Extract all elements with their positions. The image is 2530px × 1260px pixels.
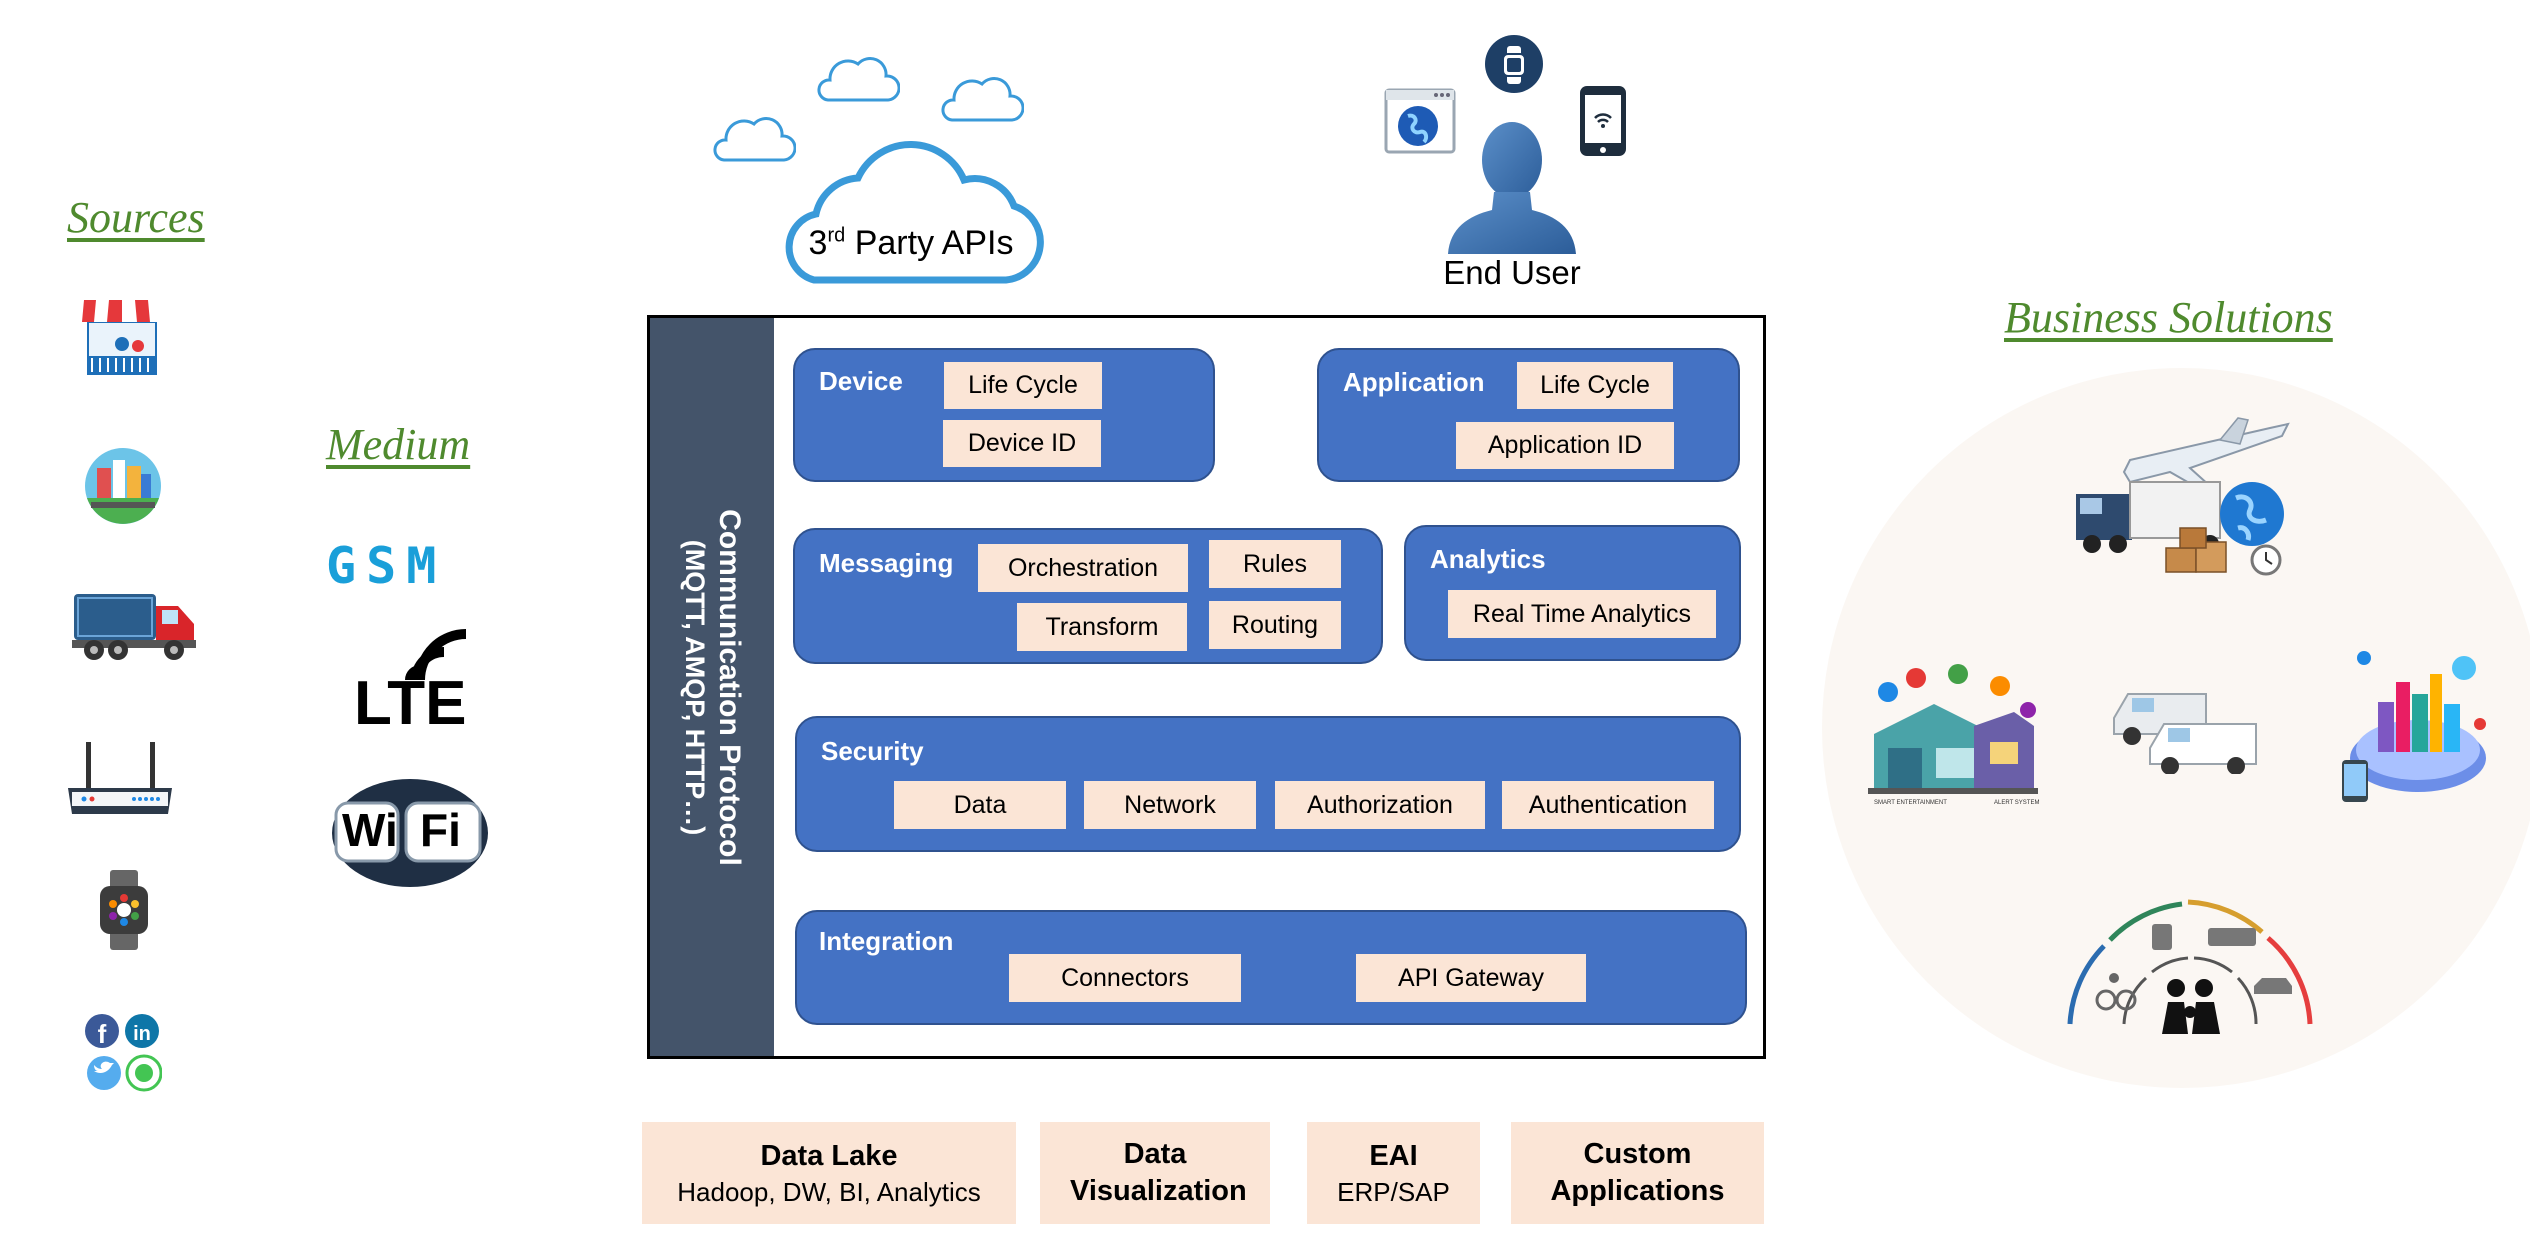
- application-life-cycle-chip: Life Cycle: [1517, 362, 1673, 409]
- integration-module: Integration Connectors API Gateway: [795, 910, 1747, 1025]
- device-id-chip: Device ID: [943, 420, 1101, 467]
- browser-globe-icon: [1384, 88, 1456, 154]
- market-stall-icon: [82, 300, 162, 375]
- routing-chip: Routing: [1209, 601, 1341, 649]
- small-cloud-icon: [713, 117, 796, 162]
- smart-city-icon: [2342, 651, 2486, 802]
- security-module: Security Data Network Authorization Auth…: [795, 716, 1741, 852]
- eai-subtitle: ERP/SAP: [1337, 1176, 1450, 1207]
- city-globe-icon: [85, 448, 161, 524]
- authentication-chip: Authentication: [1502, 781, 1714, 829]
- data-lake-subtitle: Hadoop, DW, BI, Analytics: [677, 1176, 981, 1207]
- logistics-icon: [2076, 417, 2290, 576]
- data-lake-title: Data Lake: [760, 1139, 898, 1172]
- analytics-title: Analytics: [1430, 544, 1546, 574]
- integration-title: Integration: [819, 926, 954, 956]
- device-module: Device Life Cycle Device ID: [793, 348, 1215, 482]
- data-lake-box: Data Lake Hadoop, DW, BI, Analytics: [642, 1122, 1016, 1224]
- communication-protocol-bar: Communication Protocol (MQTT, AMQP, HTTP…: [650, 318, 774, 1056]
- smartwatch-icon: [100, 870, 148, 950]
- svg-text:f: f: [98, 1019, 107, 1049]
- authorization-chip: Authorization: [1275, 781, 1485, 829]
- small-cloud-icon: [817, 57, 900, 102]
- social-media-icon: f in: [85, 1014, 162, 1092]
- vans-icon: [2113, 693, 2257, 774]
- application-title: Application: [1343, 367, 1485, 397]
- security-title: Security: [821, 736, 924, 766]
- user-icon: [1448, 122, 1576, 254]
- protocol-title: Communication Protocol: [712, 508, 746, 866]
- svg-text:ALERT SYSTEM: ALERT SYSTEM: [1994, 800, 2039, 806]
- rules-chip: Rules: [1209, 540, 1341, 588]
- application-module: Application Life Cycle Application ID: [1317, 348, 1740, 482]
- transport-modes-icon: [2067, 899, 2313, 1034]
- end-user-label: End User: [1443, 254, 1581, 291]
- orchestration-chip: Orchestration: [978, 544, 1188, 592]
- api-gateway-chip: API Gateway: [1356, 954, 1586, 1002]
- business-solutions-title: Business Solutions: [2004, 293, 2333, 342]
- device-life-cycle-chip: Life Cycle: [944, 362, 1102, 409]
- medium-title: Medium: [326, 420, 471, 469]
- custom-applications-title: Custom Applications: [1550, 1138, 1725, 1207]
- application-id-chip: Application ID: [1456, 422, 1674, 469]
- gsm-text: GSM: [326, 537, 447, 595]
- analytics-module: Analytics Real Time Analytics: [1404, 525, 1741, 661]
- protocol-subtitle: (MQTT, AMQP, HTTP…): [679, 539, 710, 835]
- device-title: Device: [819, 366, 903, 396]
- connectors-chip: Connectors: [1009, 954, 1241, 1002]
- smartwatch-badge-icon: [1485, 35, 1543, 93]
- mobile-phone-icon: [1580, 86, 1626, 156]
- messaging-module: Messaging Orchestration Rules Transform …: [793, 528, 1383, 664]
- third-party-apis-cloud: 3rd Party APIs: [774, 128, 1048, 288]
- lte-text: LTE: [354, 669, 467, 738]
- smart-home-icon: SMART ENTERTAINMENT ALERT SYSTEM: [1868, 664, 2039, 806]
- delivery-truck-icon: [72, 594, 196, 660]
- small-cloud-icon: [941, 77, 1024, 122]
- cloud-label: 3rd Party APIs: [808, 224, 1014, 262]
- eai-title: EAI: [1369, 1139, 1418, 1172]
- svg-text:in: in: [133, 1023, 151, 1045]
- wifi-text-right: Fi: [420, 804, 461, 856]
- custom-applications-box: Custom Applications: [1511, 1122, 1764, 1224]
- data-visualization-title: Data Visualization: [1070, 1138, 1247, 1207]
- gsm-logo: GSM: [326, 537, 447, 595]
- real-time-analytics-chip: Real Time Analytics: [1448, 590, 1716, 638]
- messaging-title: Messaging: [819, 548, 954, 578]
- wifi-logo: Wi Fi: [330, 773, 490, 889]
- eai-box: EAI ERP/SAP: [1307, 1122, 1480, 1224]
- sources-title: Sources: [67, 193, 205, 242]
- network-chip: Network: [1084, 781, 1256, 829]
- router-icon: [68, 742, 172, 814]
- lte-logo: LTE: [352, 620, 472, 738]
- svg-text:SMART ENTERTAINMENT: SMART ENTERTAINMENT: [1874, 800, 1947, 806]
- data-visualization-box: Data Visualization: [1040, 1122, 1270, 1224]
- data-chip: Data: [894, 781, 1066, 829]
- transform-chip: Transform: [1017, 603, 1187, 651]
- lte-signal-icon: [405, 629, 467, 680]
- protocol-text: Communication Protocol (MQTT, AMQP, HTTP…: [679, 509, 746, 866]
- wifi-text-left: Wi: [342, 804, 398, 856]
- cloud-icon: [785, 141, 1044, 284]
